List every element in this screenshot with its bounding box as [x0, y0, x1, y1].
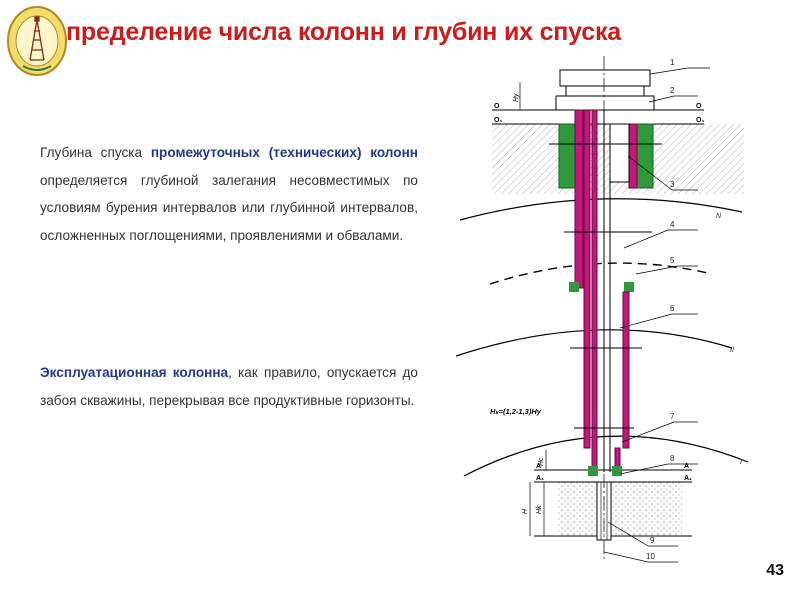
intermediate-casing-left	[583, 109, 591, 449]
horizon-label-i: I	[740, 459, 742, 466]
production-casing-left	[591, 109, 598, 473]
dim-hy: Hy	[513, 93, 520, 102]
callout-8: 8	[670, 454, 675, 463]
callout-6: 6	[670, 304, 675, 313]
horizon-dashed	[489, 262, 713, 285]
production-shoe-left	[588, 466, 598, 476]
centralizers	[549, 143, 662, 429]
inner-sleeve	[609, 123, 630, 183]
callout-1: 1	[670, 58, 675, 67]
callout-2: 2	[670, 86, 675, 95]
wellhead-top	[559, 69, 651, 87]
surface-casing-left	[574, 109, 584, 289]
conductor-right	[636, 123, 654, 189]
derrick-icon	[29, 16, 45, 61]
highlight-term: промежуточных (технических) колонн	[150, 145, 418, 160]
level-label-a1: A₁	[536, 475, 544, 482]
well-casing-diagram: 1 2 3 4 5 6 7 8 9 10 O O₁ O O₁ A A₁ A A₁…	[455, 56, 749, 563]
paragraph-text: , как правило, опускается до забоя скваж…	[40, 365, 418, 408]
paragraph-text: Глубина спуска	[40, 145, 151, 160]
callout-leaders	[603, 67, 710, 563]
depth-formula: Hₖ=(1,2-1,3)Hy	[490, 407, 542, 416]
cement-shoe-right	[624, 282, 634, 292]
callout-10: 10	[646, 552, 655, 561]
level-label-o: O	[494, 103, 500, 110]
dim-hc: Hc	[538, 457, 545, 466]
horizon-ii	[455, 329, 733, 357]
department-logo	[7, 6, 67, 76]
callout-3: 3	[670, 180, 675, 189]
intermediate-casing-right	[622, 291, 630, 449]
dim-hk: Hk	[536, 505, 543, 514]
bottom-formation	[558, 482, 682, 536]
surface-casing-right	[628, 123, 638, 189]
wellhead-mid	[565, 85, 645, 97]
paragraph-intermediate-columns: Глубина спуска промежуточных (технически…	[40, 139, 418, 249]
horizon-label-n: N	[716, 213, 722, 220]
callout-5: 5	[670, 256, 675, 265]
paragraph-text: определяется глубиной залегания несовмес…	[40, 172, 418, 243]
callout-7: 7	[670, 412, 675, 421]
highlight-term: Эксплуатационная колонна	[40, 365, 229, 380]
horizon-n	[459, 198, 743, 221]
level-label-a: A	[536, 463, 541, 470]
dim-h: H	[522, 508, 529, 514]
level-label-o1-right: O₁	[696, 117, 704, 124]
conductor-left	[558, 123, 576, 189]
slide-title: пределение числа колонн и глубин их спус…	[66, 18, 621, 46]
cement-shoe-left	[569, 282, 579, 292]
dimension-lines	[519, 82, 547, 536]
level-label-o-right: O	[696, 103, 702, 110]
production-shoe-right	[612, 466, 622, 476]
callout-9: 9	[650, 536, 655, 545]
page-number: 43	[766, 562, 784, 579]
horizon-label-ii: II	[730, 347, 734, 354]
paragraph-production-column: Эксплуатационная колонна, как правило, о…	[40, 359, 418, 414]
wellhead-base	[555, 95, 655, 111]
level-label-a-right: A	[684, 463, 689, 470]
callout-4: 4	[670, 220, 675, 229]
level-label-a1-right: A₁	[684, 475, 692, 482]
level-label-o1: O₁	[494, 117, 502, 124]
